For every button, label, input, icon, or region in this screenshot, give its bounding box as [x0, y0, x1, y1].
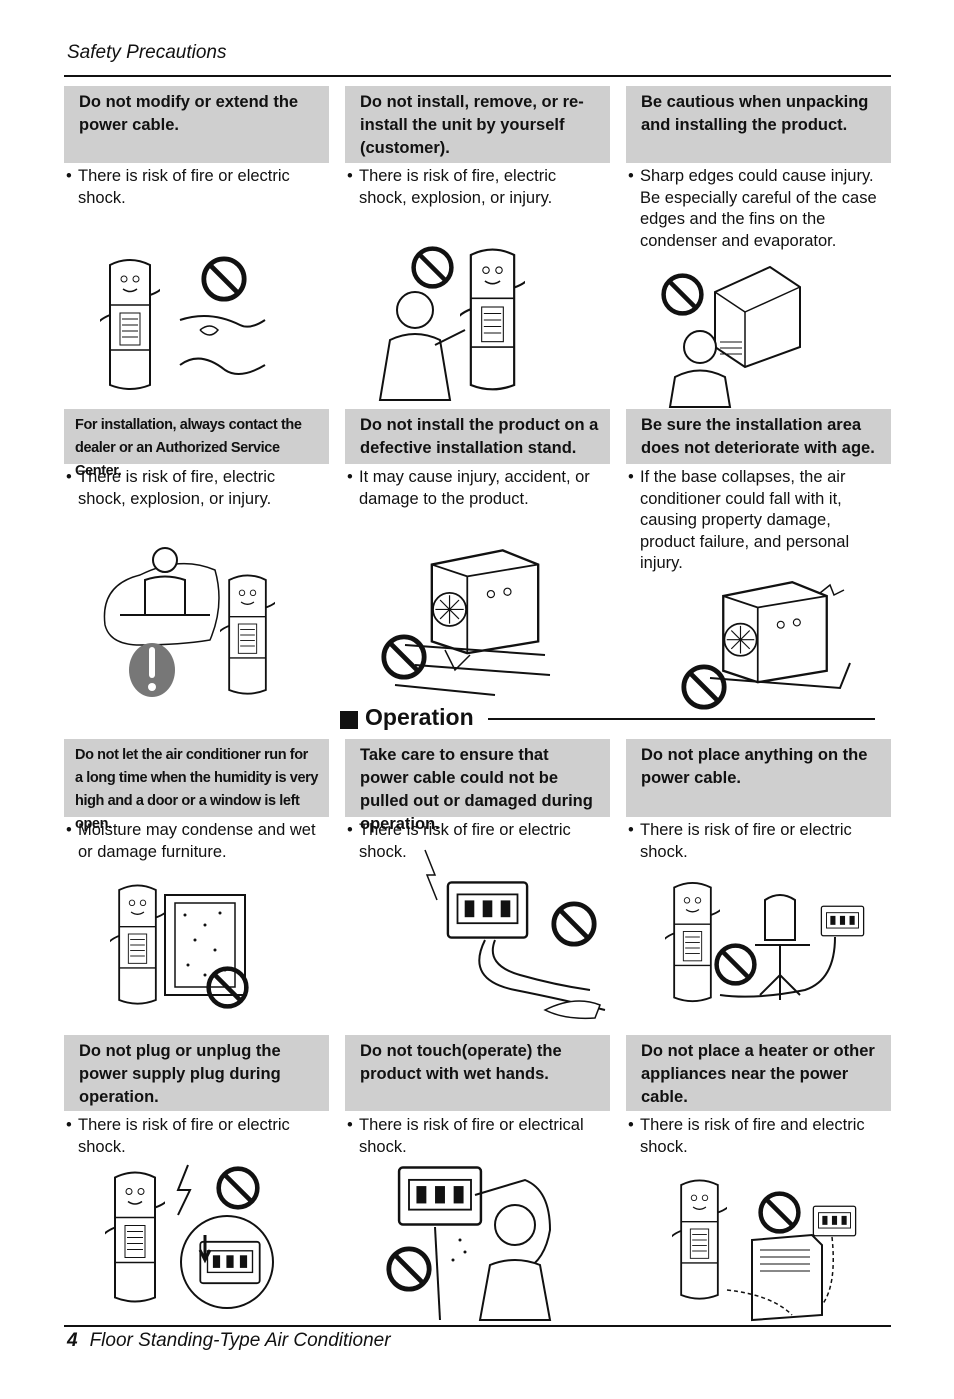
warning-text: There is risk of fire and electric shock… [626, 1115, 888, 1158]
warning-heading: Do not let the air conditioner run for a… [64, 739, 329, 832]
warning-heading: Do not install, remove, or re-install th… [345, 86, 610, 163]
operation-heading-label: Operation [365, 704, 474, 730]
warning-text: There is risk of fire or electric shock. [64, 166, 326, 209]
warning-text: There is risk of fire or electrical shoc… [345, 1115, 607, 1158]
wet-hands-illustration [365, 1160, 565, 1321]
self-installation-illustration [370, 240, 560, 401]
warning-heading: Take care to ensure that power cable cou… [345, 739, 610, 833]
page-number: 4 [67, 1330, 78, 1351]
unplug-during-operation-illustration [100, 1160, 280, 1315]
heading-square-icon [340, 711, 358, 729]
warning-text: If the base collapses, the air condition… [626, 467, 888, 575]
object-on-cable-illustration [665, 870, 875, 1020]
warning-heading: Do not touch(operate) the product with w… [345, 1035, 610, 1111]
heading-rule [488, 718, 875, 720]
deteriorated-base-illustration [680, 563, 860, 713]
footer-rule [64, 1325, 891, 1327]
warning-text: Sharp edges could cause injury. Be espec… [626, 166, 888, 252]
warning-text: There is risk of fire, electric shock, e… [64, 467, 326, 510]
modify-power-cable-illustration [100, 250, 290, 400]
warning-heading: Do not plug or unplug the power supply p… [64, 1035, 329, 1111]
page-header-title: Safety Precautions [67, 42, 227, 63]
warning-text: There is risk of fire or electric shock. [64, 1115, 326, 1158]
service-center-illustration [100, 545, 280, 705]
warning-heading: Be cautious when unpacking and installin… [626, 86, 891, 163]
header-rule [64, 75, 891, 77]
heater-near-cable-illustration [672, 1165, 862, 1325]
operation-section-heading: Operation [340, 704, 875, 733]
warning-text: There is risk of fire or electric shock. [345, 820, 607, 863]
defective-stand-illustration [375, 535, 555, 700]
warning-text: It may cause injury, accident, or damage… [345, 467, 607, 510]
warning-heading: Do not modify or extend the power cable. [64, 86, 329, 163]
warning-text: Moisture may condense and wet or damage … [64, 820, 326, 863]
warning-heading: Do not place a heater or other appliance… [626, 1035, 891, 1111]
warning-text: There is risk of fire or electric shock. [626, 820, 888, 863]
footer-title: Floor Standing-Type Air Conditioner [89, 1330, 391, 1351]
warning-heading: For installation, always contact the dea… [64, 409, 329, 479]
warning-heading: Do not install the product on a defectiv… [345, 409, 610, 464]
warning-heading: Be sure the installation area does not d… [626, 409, 891, 464]
warning-heading: Do not place anything on the power cable… [626, 739, 891, 817]
pulled-cable-illustration [405, 849, 615, 1025]
humidity-window-illustration [110, 875, 280, 1015]
unpacking-illustration [660, 262, 830, 408]
page-footer: 4 Floor Standing-Type Air Conditioner [67, 1330, 391, 1352]
warning-text: There is risk of fire, electric shock, e… [345, 166, 607, 209]
